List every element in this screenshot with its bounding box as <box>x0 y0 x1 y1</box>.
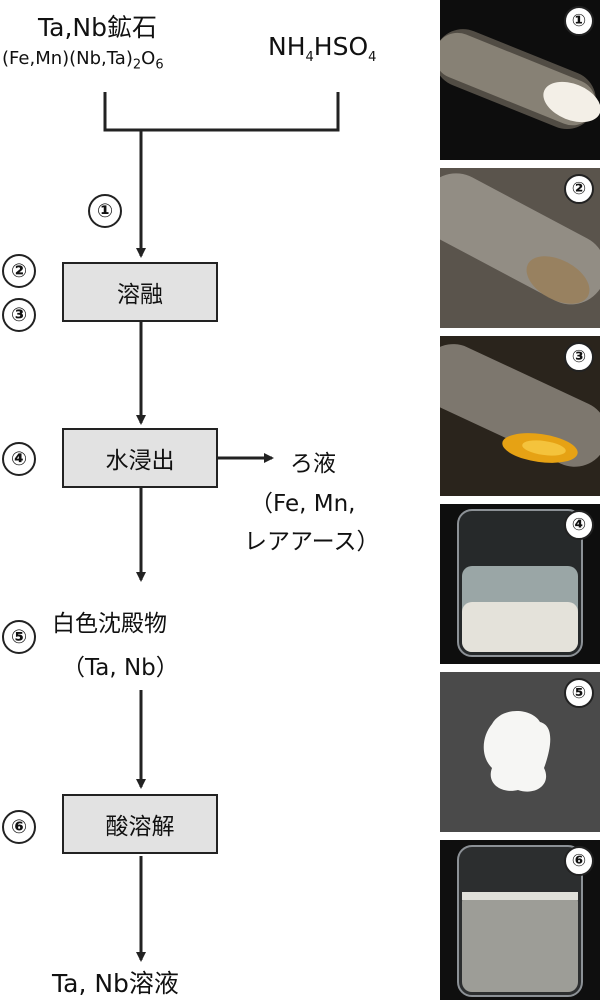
step-number-4: ④ <box>2 442 36 476</box>
filtrate-detail-2: レアアース） <box>244 529 380 555</box>
photo-badge-2: ② <box>564 174 594 204</box>
reagent-formula: NH4HSO4 <box>268 32 377 65</box>
photo-badge-6: ⑥ <box>564 846 594 876</box>
photo-4: ④ <box>440 504 600 664</box>
photo-5: ⑤ <box>440 672 600 832</box>
white-precipitate-image <box>483 711 551 792</box>
photo-1: ① <box>440 0 600 160</box>
flow-lines <box>103 92 340 962</box>
photo-3: ③ <box>440 336 600 496</box>
beaker-suspension-image <box>457 509 583 657</box>
acid-dissolve-box: 酸溶解 <box>62 794 218 854</box>
test-tube-orange-image <box>440 344 600 467</box>
precipitate-label: 白色沈殿物 <box>52 611 167 637</box>
photo-6: ⑥ <box>440 840 600 1000</box>
filtrate-detail-1: （Fe, Mn, <box>250 491 356 517</box>
step-number-6: ⑥ <box>2 810 36 844</box>
photo-badge-5: ⑤ <box>564 678 594 708</box>
photo-badge-1: ① <box>564 6 594 36</box>
test-tube-powder-image <box>440 29 600 130</box>
fusion-box: 溶融 <box>62 262 218 322</box>
precipitate-detail: （Ta, Nb） <box>62 655 179 681</box>
water-leach-box: 水浸出 <box>62 428 218 488</box>
ore-formula: (Fe,Mn)(Nb,Ta)2O6 <box>2 48 164 73</box>
merge-bracket <box>103 92 340 132</box>
product-label: Ta, Nb溶液 <box>52 969 179 998</box>
filtrate-label: ろ液 <box>290 451 336 477</box>
beaker-clear-solution-image <box>457 845 583 997</box>
step-number-2: ② <box>2 254 36 288</box>
photo-2: ② <box>440 168 600 328</box>
test-tube-molten-image <box>440 173 600 305</box>
photo-badge-4: ④ <box>564 510 594 540</box>
ore-name: Ta,Nb鉱石 <box>38 13 157 42</box>
step-number-3: ③ <box>2 298 36 332</box>
step-number-1: ① <box>88 194 122 228</box>
photo-badge-3: ③ <box>564 342 594 372</box>
step-number-5: ⑤ <box>2 620 36 654</box>
